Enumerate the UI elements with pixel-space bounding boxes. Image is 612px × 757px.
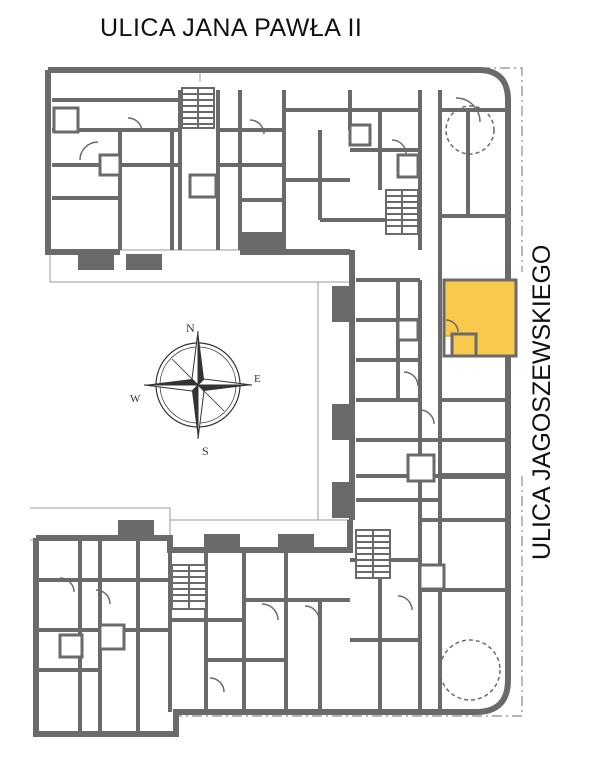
stair-north — [181, 87, 215, 129]
hatch-strips — [30, 68, 351, 552]
interior-walls — [36, 90, 506, 732]
compass-s-label: S — [202, 444, 209, 458]
compass-w-label: W — [130, 393, 141, 405]
highlighted-apartment[interactable] — [442, 278, 518, 358]
balcony-boxes — [52, 106, 446, 659]
street-label-top: ULICA JANA PAWŁA II — [100, 14, 363, 42]
stair-center — [385, 189, 419, 235]
staircases — [171, 87, 419, 610]
compass-e-label: E — [254, 373, 261, 385]
compass-rose — [143, 330, 253, 440]
stair-south-west — [171, 564, 207, 610]
stair-south-east — [355, 529, 391, 579]
north-wing-outline — [48, 67, 511, 479]
door-swings — [59, 97, 501, 701]
dark-blocks — [78, 232, 350, 550]
compass-n-label: N — [186, 321, 195, 335]
